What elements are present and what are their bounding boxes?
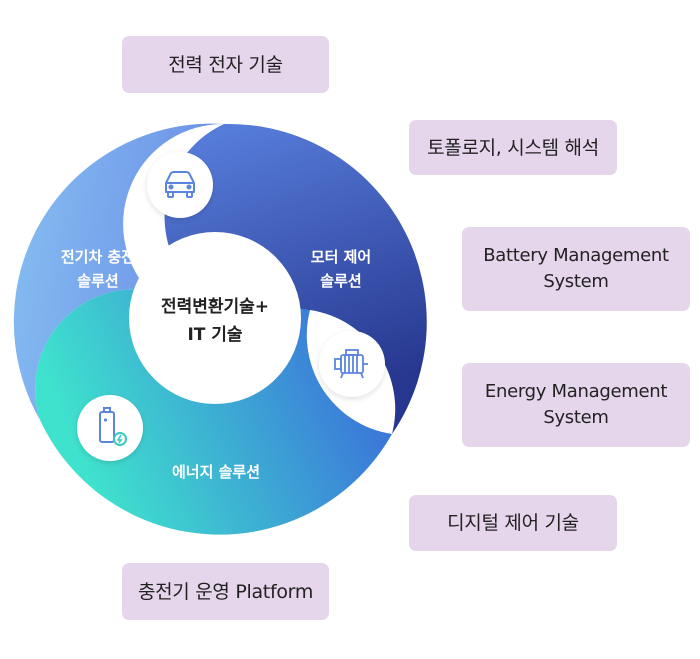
car-icon — [165, 171, 195, 198]
center-line2: IT 기술 — [187, 325, 242, 345]
tag-digital-control: 디지털 제어 기술 — [409, 495, 617, 551]
motor-label-line1: 모터 제어 — [311, 248, 371, 266]
ev-label-line1: 전기차 충전 — [61, 248, 135, 266]
segment-ev-charging — [13, 123, 225, 420]
ev-icon-circle — [147, 152, 213, 218]
center-line1: 전력변환기술+ — [161, 297, 269, 317]
tag-energy-management: Energy Management System — [462, 363, 690, 447]
tag-charger-platform: 충전기 운영 Platform — [122, 563, 329, 620]
motor-icon-circle — [319, 331, 385, 397]
ev-label-line2: 솔루션 — [77, 272, 118, 290]
energy-label: 에너지 솔루션 — [172, 463, 260, 481]
tag-topology-analysis: 토폴로지, 시스템 해석 — [409, 120, 617, 175]
center-circle — [129, 232, 301, 404]
motor-label-line2: 솔루션 — [320, 272, 361, 290]
segment-motor — [164, 123, 427, 435]
tag-power-electronics: 전력 전자 기술 — [122, 36, 329, 93]
motor-icon — [334, 349, 368, 379]
tag-battery-management: Battery Management System — [462, 227, 690, 311]
segment-energy — [35, 289, 393, 535]
battery-icon-circle — [77, 395, 143, 461]
battery-icon — [99, 407, 127, 446]
